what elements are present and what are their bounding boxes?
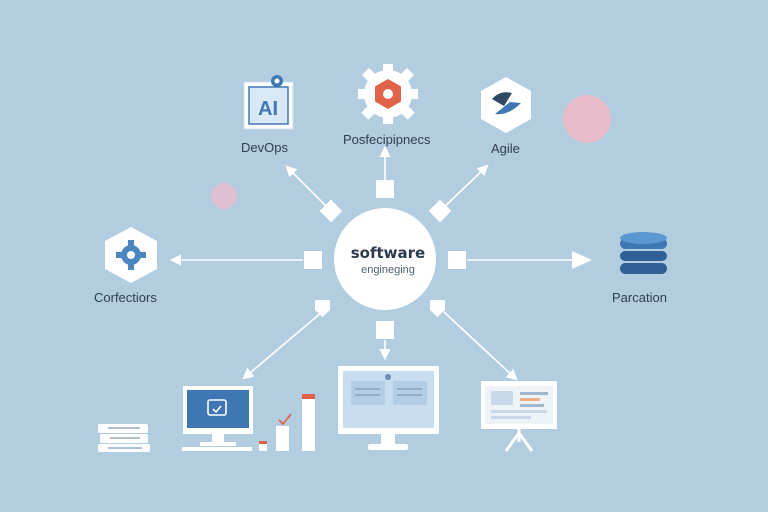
bar-chart-icon[interactable] [259, 394, 315, 451]
node-label-agile: Agile [491, 141, 520, 156]
node-label-right: Parcation [612, 290, 667, 305]
center-title: software [350, 244, 426, 262]
center-hub[interactable] [334, 208, 436, 310]
decorative-dot-small [211, 183, 237, 209]
center-subtitle: engineging [361, 264, 415, 276]
ai-badge-icon[interactable]: AI [243, 75, 294, 130]
connector-square-top [376, 180, 394, 198]
node-label-devops: DevOps [241, 140, 288, 155]
connector-bottom-left [242, 311, 323, 380]
connector-square-right [448, 251, 466, 269]
gear-icon[interactable] [358, 64, 418, 124]
node-label-left: Corfectiors [94, 290, 157, 305]
node-label-top: Posfecipipnecs [343, 132, 431, 147]
connectors [169, 145, 584, 381]
connector-square-left [304, 251, 322, 269]
book-stack-icon[interactable] [98, 424, 150, 452]
arrowhead-right [572, 251, 592, 269]
connector-pentagon-bottomleft [315, 300, 330, 317]
decorative-dot-large [563, 95, 611, 143]
connector-bottom-right [443, 311, 518, 381]
connector-agile [439, 164, 489, 212]
connector-square-bottom [376, 321, 394, 339]
presentation-board-icon[interactable] [481, 381, 557, 452]
gear-hexagon-icon[interactable] [105, 227, 157, 283]
monitor-icon[interactable] [182, 386, 253, 451]
desktop-computer-icon[interactable] [338, 366, 439, 450]
hexagon-logo-icon[interactable] [481, 77, 531, 133]
ai-badge-text: AI [258, 98, 278, 120]
connector-pentagon-bottomright [430, 300, 445, 317]
database-icon[interactable] [620, 232, 667, 274]
connector-devops [285, 165, 332, 212]
